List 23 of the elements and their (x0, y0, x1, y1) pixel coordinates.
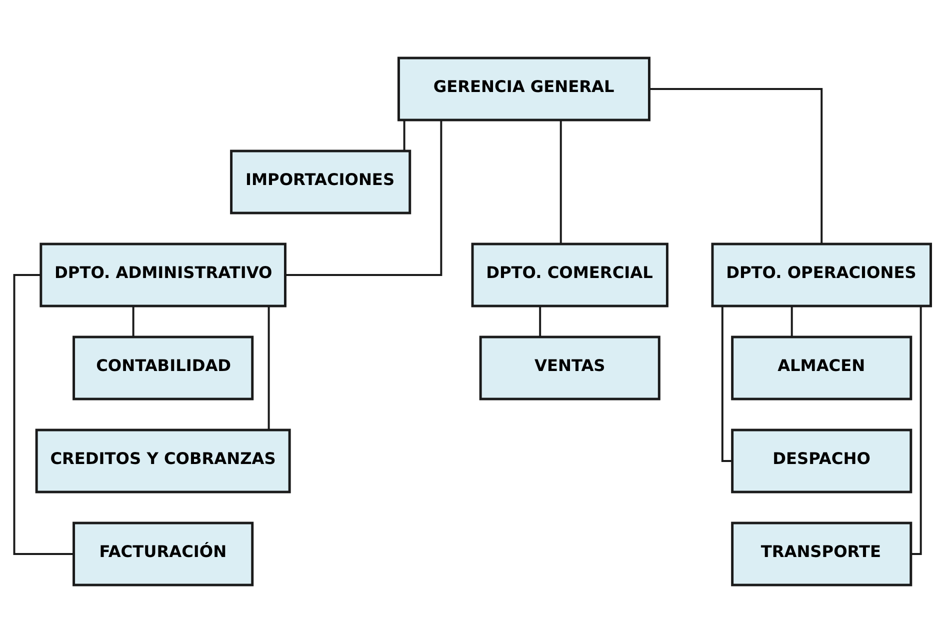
node-box: ALMACEN (730, 336, 912, 400)
node-box: VENTAS (478, 336, 660, 400)
connector (12, 274, 73, 556)
connector (559, 120, 562, 244)
node-box: CREDITOS Y COBRANZAS (34, 428, 290, 494)
node-box: DPTO. ADMINISTRATIVO (39, 242, 286, 308)
connector (402, 120, 405, 151)
connector (790, 306, 792, 337)
connector (132, 306, 134, 337)
node-box: TRANSPORTE (730, 522, 912, 586)
connector (910, 306, 922, 556)
connector (267, 306, 270, 430)
connector (538, 306, 541, 337)
connector (720, 306, 732, 462)
node-box: DESPACHO (730, 428, 912, 494)
connector (284, 120, 442, 276)
connector (648, 88, 822, 244)
node-box: GERENCIA GENERAL (396, 56, 650, 122)
node-box: IMPORTACIONES (230, 150, 411, 214)
node-box: DPTO. OPERACIONES (710, 242, 932, 308)
node-box: CONTABILIDAD (72, 336, 254, 400)
node-box: DPTO. COMERCIAL (470, 242, 668, 308)
node-box: FACTURACIÓN (72, 522, 254, 586)
